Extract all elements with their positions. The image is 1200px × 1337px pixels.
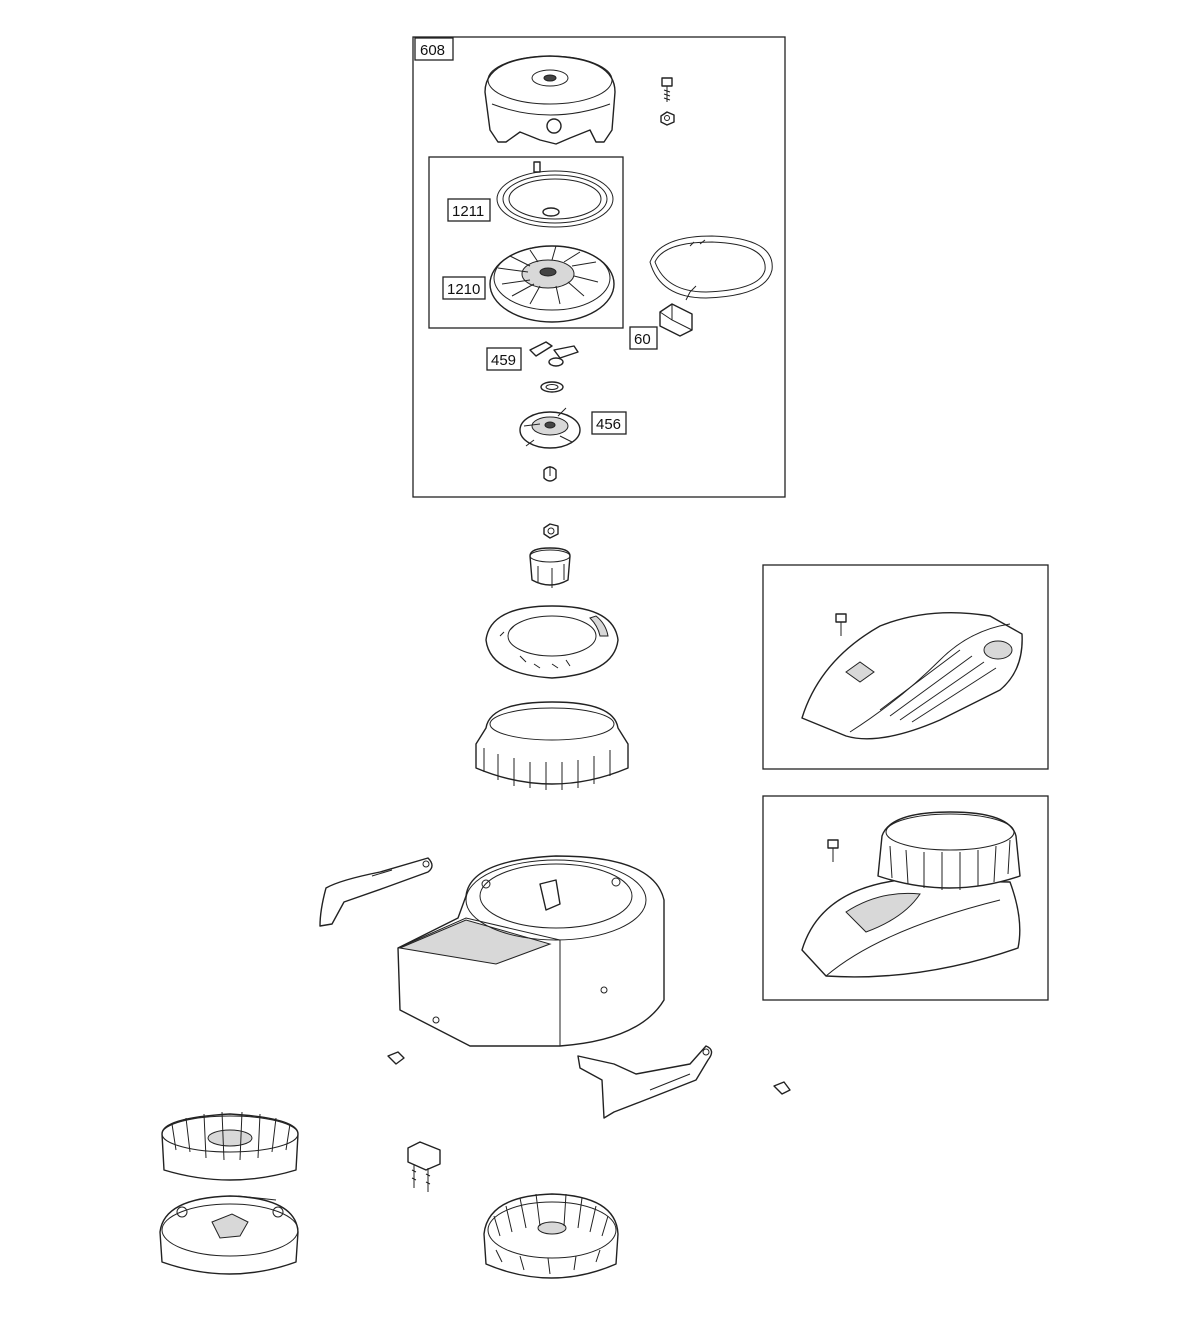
left-baffle-bracket[interactable] xyxy=(319,857,433,927)
flywheel-left[interactable] xyxy=(159,1195,299,1275)
starter-handle[interactable] xyxy=(659,285,697,337)
callout-608[interactable]: 608 xyxy=(414,37,454,61)
debris-screen[interactable] xyxy=(485,605,619,679)
callout-456[interactable]: 456 xyxy=(591,411,627,435)
inset-2-shroud-ring[interactable] xyxy=(877,811,1021,890)
starter-pawls[interactable] xyxy=(529,341,579,367)
retainer-screw[interactable] xyxy=(543,466,557,482)
inset-frame-1 xyxy=(762,564,1049,770)
housing-nut[interactable] xyxy=(660,111,675,126)
starter-housing[interactable] xyxy=(484,55,616,145)
flywheel-fan-left[interactable] xyxy=(161,1111,299,1181)
svg-text:456: 456 xyxy=(596,416,621,433)
svg-text:60: 60 xyxy=(634,331,651,348)
alternate-shroud-inset-1 xyxy=(762,564,1049,770)
blower-housing[interactable] xyxy=(397,855,665,1047)
starter-assembly-frame xyxy=(412,36,786,498)
svg-text:459: 459 xyxy=(491,352,516,369)
callout-1210[interactable]: 1210 xyxy=(442,276,486,300)
rewind-spring[interactable] xyxy=(496,161,614,228)
right-baffle-bracket[interactable] xyxy=(577,1045,713,1119)
svg-text:608: 608 xyxy=(420,42,445,59)
housing-screw-right[interactable] xyxy=(773,1081,791,1095)
inset-2-blower-housing[interactable] xyxy=(801,879,1021,978)
flywheel-nut[interactable] xyxy=(543,523,559,539)
rewind-starter-assembly: 608 xyxy=(412,36,786,498)
pawl-retainer[interactable] xyxy=(519,407,581,449)
inset-frame-2 xyxy=(762,795,1049,1001)
svg-text:1211: 1211 xyxy=(452,203,484,220)
starter-pulley[interactable] xyxy=(489,245,615,323)
blower-shroud-ring[interactable] xyxy=(475,701,629,790)
pulley-spring-subassembly-frame xyxy=(428,156,624,329)
svg-text:1210: 1210 xyxy=(447,281,480,298)
starter-rope[interactable] xyxy=(649,235,773,299)
flywheel-center[interactable] xyxy=(483,1193,619,1279)
housing-screw[interactable] xyxy=(661,77,673,102)
starter-cup[interactable] xyxy=(529,547,571,588)
callout-459[interactable]: 459 xyxy=(486,347,522,371)
inset-1-blower-housing[interactable] xyxy=(801,611,1023,740)
starter-washer[interactable] xyxy=(540,381,564,393)
inset-2-screw[interactable] xyxy=(827,839,839,862)
callout-1211[interactable]: 1211 xyxy=(447,198,491,222)
callout-60[interactable]: 60 xyxy=(629,326,658,350)
inset-1-screw[interactable] xyxy=(835,613,847,636)
ignition-terminal-bracket[interactable] xyxy=(407,1141,441,1192)
housing-screw-left[interactable] xyxy=(387,1051,405,1065)
alternate-shroud-inset-2 xyxy=(762,795,1049,1001)
